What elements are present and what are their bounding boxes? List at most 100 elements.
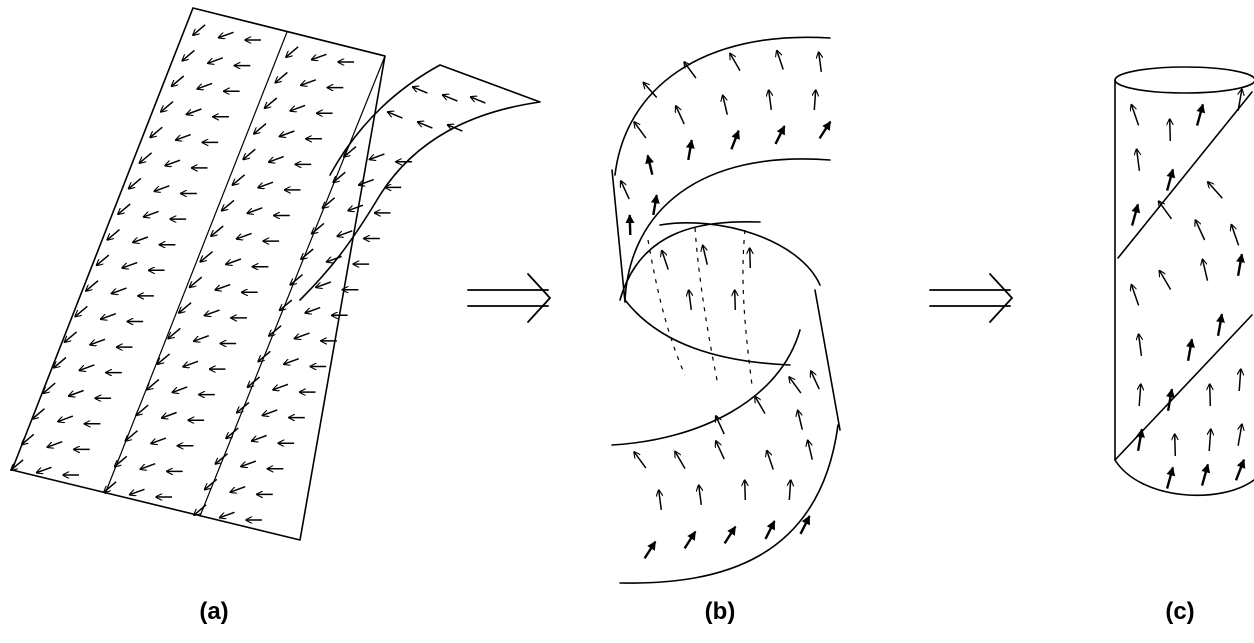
arrow-icon [111,287,127,294]
arrow-icon [1130,203,1141,226]
arrow-icon [241,460,257,467]
arrow-icon [1136,428,1145,452]
arrow-icon [301,79,317,86]
arrow-icon [226,427,239,438]
arrow-icon [777,51,784,70]
arrow-icon [118,203,131,214]
arrow-icon [327,255,342,262]
arrow-icon [745,480,746,501]
arrow-icon [659,490,662,510]
arrow-icon [147,378,160,390]
arrow-icon [262,409,278,416]
arrow-icon [1195,220,1206,241]
arrow-icon [151,437,167,444]
panel-b-mid-upper [659,222,821,286]
arrow-icon [254,123,267,134]
arrow-icon [316,281,332,287]
arrow-icon [129,177,142,188]
arrow-icon [1216,313,1225,337]
arrow-icon [211,225,224,236]
arrow-icon [252,434,267,442]
arrow-icon [1208,182,1223,199]
arrow-icon [232,174,246,185]
arrow-icon [133,236,149,242]
arrow-icon [258,181,274,188]
arrow-icon [172,386,188,393]
panel-b-dash-1 [647,239,686,376]
arrow-icon [723,95,729,115]
arrow-icon [789,377,802,394]
arrow-icon [675,451,686,469]
arrow-icon [359,178,374,186]
arrow-icon [290,274,303,285]
arrow-icon [194,334,210,342]
arrow-icon [11,459,24,470]
arrow-icon [190,276,203,287]
arrow-icon [699,485,702,505]
arrow-icon [348,204,364,211]
arrow-icon [689,290,692,310]
arrow-icon [1166,388,1175,412]
arrow-icon [280,299,293,310]
arrow-icon [179,302,192,313]
arrow-icon [32,408,45,419]
panel-b-cross [619,220,761,301]
arrow-icon [755,396,766,414]
panel-a-outline [11,7,386,541]
arrow-icon [305,306,321,313]
arrow-icon [130,488,145,494]
arrow-icon [650,194,660,216]
arrow-icon [418,122,433,129]
arrow-icon [58,415,74,422]
arrow-icon [1234,458,1246,481]
arrow-icon [197,82,213,89]
arrow-icon [157,353,171,364]
arrow-icon [764,520,776,540]
arrow-icon [168,327,181,338]
arrow-icon [799,515,811,535]
arrow-icon [1186,338,1195,362]
arrow-icon [247,376,261,387]
arrow-icon [344,146,357,157]
arrow-icon [154,185,170,192]
arrow-icon [294,332,310,339]
arrow-icon [1209,429,1211,452]
arrow-icon [172,75,185,86]
panel-b-right-edge [814,289,841,431]
arrow-icon [643,540,657,560]
arrow-icon [1165,168,1176,191]
arrow-icon [204,309,220,316]
arrow-icon [716,441,725,460]
arrow-icon [150,126,163,137]
panel-b-arrow-field [621,51,832,560]
panel-b-bottom-inner [619,424,839,584]
panel-a-arrow-field [11,24,486,520]
arrow-icon [703,245,709,265]
arrow-icon [471,97,486,104]
arrow-icon [200,251,213,262]
arrow-icon [769,90,772,110]
arrow-icon [97,254,110,265]
arrow-icon [183,360,199,367]
panel-c-seam-2 [1114,314,1253,461]
panel-b-dash-2 [694,227,719,386]
arrow-icon [723,525,737,545]
arrow-icon [1210,384,1211,407]
arrow-icon [140,462,156,470]
arrow-icon [144,210,159,217]
arrow-icon [413,87,428,94]
arrow-icon [1139,334,1142,356]
arrow-icon [69,389,84,397]
panel-a-curl [299,64,541,301]
arrow-icon [230,485,246,493]
arrow-icon [90,338,106,345]
arrow-icon [443,95,458,102]
arrow-icon [1237,89,1242,111]
arrow-icon [1170,119,1171,142]
arrow-icon [79,364,95,371]
arrow-icon [161,101,174,112]
arrow-icon [258,350,271,361]
panel-c-seam-1 [1117,91,1253,259]
arrow-icon [194,504,207,515]
arrow-icon [220,511,235,517]
